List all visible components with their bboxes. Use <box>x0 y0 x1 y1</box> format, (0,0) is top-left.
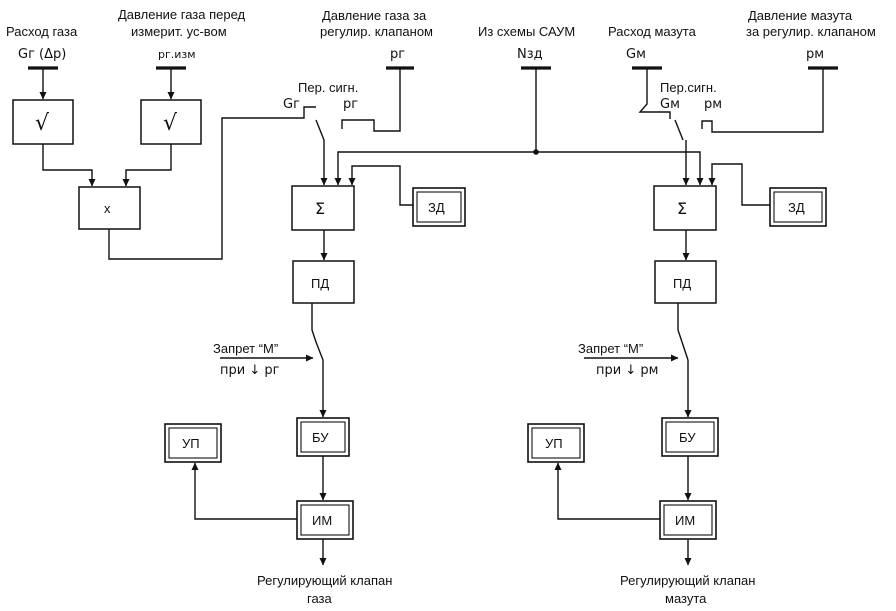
oil-position-indicator-block-inner <box>531 427 581 459</box>
gas-pressure-valve-title-2: регулир. клапаном <box>320 24 433 39</box>
oil-ban-condition: при ↓ pм <box>596 363 658 378</box>
gas-actuator-to-position-indicator-line <box>191 462 297 520</box>
gas-flow-sqrt-label: √ <box>35 111 50 136</box>
gas-ban-label: Запрет “М” <box>213 341 278 356</box>
gas-pressure-to-switch-line <box>341 68 401 132</box>
oil-ban-switch-blade <box>681 341 689 361</box>
gas-summator-block <box>291 185 355 231</box>
oil-switch-contact-pressure: pм <box>704 97 722 112</box>
gas-pressure-sqrt-label: √ <box>163 111 178 136</box>
oil-actuator-block <box>659 500 717 540</box>
gas-ban-switch-blade <box>315 341 324 361</box>
gas-pressure-valve-signal: pг <box>390 47 405 62</box>
gas-position-indicator-label: УП <box>182 436 200 451</box>
gas-actuator-block-inner <box>300 504 350 536</box>
oil-position-indicator-label: УП <box>545 436 563 451</box>
saum-to-gas-summator-line <box>334 151 536 186</box>
input-gas-flow: Расход газа Gг (Δp) <box>6 24 78 70</box>
gas-pressure-meter-title-1: Давление газа перед <box>118 7 246 22</box>
oil-actuator-block-inner <box>663 504 713 536</box>
gas-ban-condition: при ↓ pг <box>220 363 280 378</box>
saum-signal: Nзд <box>517 47 543 62</box>
gas-control-unit-label: БУ <box>312 430 329 445</box>
saum-title: Из схемы САУМ <box>478 24 575 39</box>
gas-switch-title: Пер. сигн. <box>298 80 358 95</box>
gas-actuator-label: ИМ <box>312 513 332 528</box>
gas-setpoint-block-inner <box>416 191 462 223</box>
oil-flow-signal: Gм <box>626 47 646 62</box>
oil-output-label-1: Регулирующий клапан <box>620 573 755 588</box>
oil-controller-block <box>654 260 717 304</box>
oil-summator-label: Σ <box>677 199 687 218</box>
gas-setpoint-label: ЗД <box>428 200 445 215</box>
oil-summator-block <box>653 185 717 231</box>
oil-flow-to-switch-line <box>638 68 671 119</box>
gas-position-indicator-block <box>164 423 222 463</box>
input-oil-flow: Расход мазута Gм <box>608 24 697 70</box>
oil-pressure-to-switch-line <box>701 68 824 133</box>
gas-summator-label: Σ <box>315 199 325 218</box>
gas-switch-contact-pressure: pг <box>343 97 358 112</box>
oil-pressure-valve-signal: pм <box>806 47 824 62</box>
gas-switch-contact-flow: Gг <box>283 97 300 112</box>
oil-output-label-2: мазута <box>665 591 707 606</box>
sqrt1-to-multiplier-line <box>42 144 96 187</box>
gas-pressure-valve-title-1: Давление газа за <box>322 8 427 23</box>
saum-to-oil-summator-line <box>536 151 704 186</box>
oil-setpoint-block-inner <box>773 191 823 223</box>
sqrt2-to-multiplier-line <box>122 144 172 187</box>
input-gas-pressure-meter: Давление газа перед измерит. ус-вом pг.и… <box>118 7 246 70</box>
gas-switch-blade <box>315 119 325 141</box>
input-oil-pressure-valve: Давление мазута за регулир. клапаном pм <box>746 8 876 70</box>
gas-pressure-meter-title-2: измерит. ус-вом <box>131 24 227 39</box>
input-saum: Из схемы САУМ Nзд <box>478 24 575 70</box>
input-gas-pressure-valve: Давление газа за регулир. клапаном pг <box>320 8 433 70</box>
oil-control-unit-block <box>661 417 719 457</box>
gas-setpoint-to-summator-line <box>348 165 413 206</box>
oil-ban-label: Запрет “М” <box>578 341 643 356</box>
oil-flow-title: Расход мазута <box>608 24 697 39</box>
oil-setpoint-block <box>769 187 827 227</box>
gas-setpoint-block <box>412 187 466 227</box>
oil-switch-contact-flow: Gм <box>660 97 680 112</box>
multiplier-label: x <box>104 201 111 216</box>
oil-position-indicator-block <box>527 423 585 463</box>
oil-control-unit-label: БУ <box>679 430 696 445</box>
oil-controller-to-ban-switch-line <box>677 303 683 343</box>
gas-pressure-meter-signal: pг.изм <box>158 48 196 61</box>
gas-controller-label: ПД <box>311 276 329 291</box>
oil-actuator-to-position-indicator-line <box>554 462 660 520</box>
oil-controller-label: ПД <box>673 276 691 291</box>
oil-setpoint-to-summator-line <box>708 163 770 206</box>
oil-pressure-valve-title-1: Давление мазута <box>748 8 853 23</box>
oil-pressure-valve-title-2: за регулир. клапаном <box>746 24 876 39</box>
gas-controller-to-ban-switch-line <box>311 303 317 343</box>
oil-switch-blade <box>674 119 684 141</box>
gas-output-label-1: Регулирующий клапан <box>257 573 392 588</box>
oil-switch-title: Пер.сигн. <box>660 80 717 95</box>
gas-control-unit-block-inner <box>300 421 346 453</box>
multiplier-block <box>78 186 141 230</box>
multiplier-to-switch-line <box>108 106 316 260</box>
gas-flow-signal: Gг (Δp) <box>18 47 66 62</box>
gas-actuator-block <box>296 500 354 540</box>
oil-actuator-label: ИМ <box>675 513 695 528</box>
gas-flow-title: Расход газа <box>6 24 78 39</box>
oil-setpoint-label: ЗД <box>788 200 805 215</box>
oil-control-unit-block-inner <box>665 421 715 453</box>
gas-position-indicator-block-inner <box>168 427 218 459</box>
gas-output-label-2: газа <box>307 591 333 606</box>
gas-controller-block <box>292 260 355 304</box>
